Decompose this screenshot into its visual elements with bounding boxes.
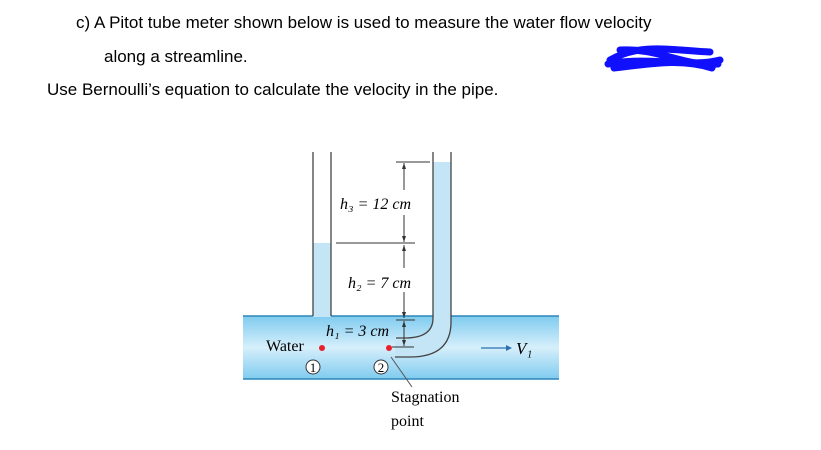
point-2-label: 2 (378, 360, 385, 375)
point-2-dot (386, 345, 392, 351)
question-line-3: Use Bernoulli’s equation to calculate th… (47, 80, 499, 99)
question-line-2: along a streamline. (104, 47, 248, 66)
redaction-scribble (604, 45, 724, 72)
velocity-label: V₁ (516, 339, 532, 358)
stagnation-leader (390, 356, 413, 388)
piezometer-water (313, 243, 331, 317)
point-1-marker (305, 359, 321, 375)
water-label: Water (266, 338, 304, 355)
point-1-dot (319, 345, 325, 351)
question-line-1: c) A Pitot tube meter shown below is use… (76, 13, 652, 32)
pitot-tube-water (395, 162, 451, 357)
h3-label: h₃ = 12 cm (340, 196, 411, 213)
h2-label: h₂ = 7 cm (348, 275, 411, 292)
h1-label: h₁ = 3 cm (326, 323, 389, 340)
stagnation-label-1: Stagnation (391, 389, 459, 406)
point-2-marker (373, 359, 389, 375)
point-1-label: 1 (310, 360, 317, 375)
stagnation-label-2: point (391, 413, 424, 430)
